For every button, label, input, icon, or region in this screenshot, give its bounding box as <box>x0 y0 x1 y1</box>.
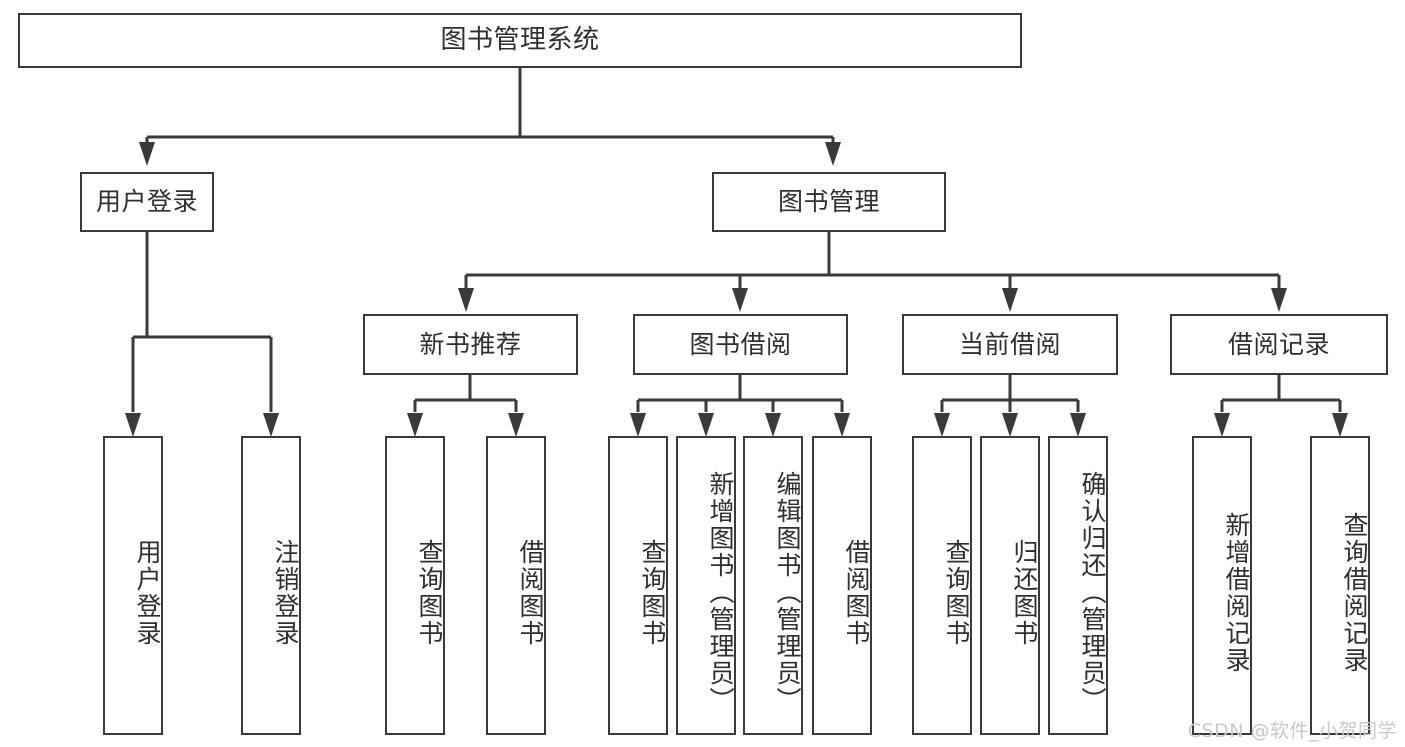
leaf-label: 查询借阅记录 <box>1340 511 1369 674</box>
node-book-management[interactable]: 图书管理 <box>712 172 946 232</box>
leaf-label: 查询图书 <box>638 538 667 647</box>
node-new-book-recommend[interactable]: 新书推荐 <box>363 314 578 375</box>
node-borrow-record[interactable]: 借阅记录 <box>1170 314 1388 375</box>
leaf-borrow-add-book-admin[interactable]: 新增图书（管理员） <box>676 436 736 735</box>
leaf-label: 注销登录 <box>271 538 300 647</box>
leaf-label: 归还图书 <box>1010 538 1039 647</box>
leaf-new-book-query[interactable]: 查询图书 <box>385 436 445 735</box>
leaf-user-login-signin[interactable]: 用户登录 <box>103 436 163 735</box>
node-current-borrow-label: 当前借阅 <box>958 329 1061 359</box>
leaf-label: 查询图书 <box>415 538 444 647</box>
leaf-label: 新增图书（管理员） <box>706 471 735 714</box>
node-user-login[interactable]: 用户登录 <box>80 172 214 232</box>
node-borrow-record-label: 借阅记录 <box>1227 329 1330 359</box>
leaf-current-return-book[interactable]: 归还图书 <box>980 436 1040 735</box>
leaf-label: 借阅图书 <box>516 538 545 647</box>
leaf-label: 查询图书 <box>942 538 971 647</box>
leaf-borrow-borrow-book[interactable]: 借阅图书 <box>812 436 872 735</box>
node-root-system[interactable]: 图书管理系统 <box>18 13 1022 68</box>
leaf-current-query-book[interactable]: 查询图书 <box>912 436 972 735</box>
leaf-user-login-signout[interactable]: 注销登录 <box>241 436 301 735</box>
leaf-record-add-record[interactable]: 新增借阅记录 <box>1192 436 1252 735</box>
watermark-text: CSDN @软件_小贺同学 <box>1187 720 1397 742</box>
node-book-borrow-label: 图书借阅 <box>689 329 792 359</box>
node-root-system-label: 图书管理系统 <box>440 24 600 55</box>
leaf-label: 编辑图书（管理员） <box>773 471 802 714</box>
leaf-new-book-borrow[interactable]: 借阅图书 <box>486 436 546 735</box>
node-book-management-label: 图书管理 <box>777 187 880 216</box>
node-current-borrow[interactable]: 当前借阅 <box>902 314 1118 375</box>
leaf-borrow-edit-book-admin[interactable]: 编辑图书（管理员） <box>743 436 803 735</box>
node-new-book-recommend-label: 新书推荐 <box>419 329 522 359</box>
leaf-label: 用户登录 <box>133 538 162 647</box>
leaf-borrow-query-book[interactable]: 查询图书 <box>608 436 668 735</box>
node-book-borrow[interactable]: 图书借阅 <box>633 314 848 375</box>
node-user-login-label: 用户登录 <box>95 187 198 216</box>
leaf-label: 新增借阅记录 <box>1222 511 1251 674</box>
leaf-record-query-record[interactable]: 查询借阅记录 <box>1310 436 1370 735</box>
leaf-label: 确认归还（管理员） <box>1078 471 1107 714</box>
leaf-label: 借阅图书 <box>842 538 871 647</box>
leaf-current-confirm-return-admin[interactable]: 确认归还（管理员） <box>1048 436 1108 735</box>
